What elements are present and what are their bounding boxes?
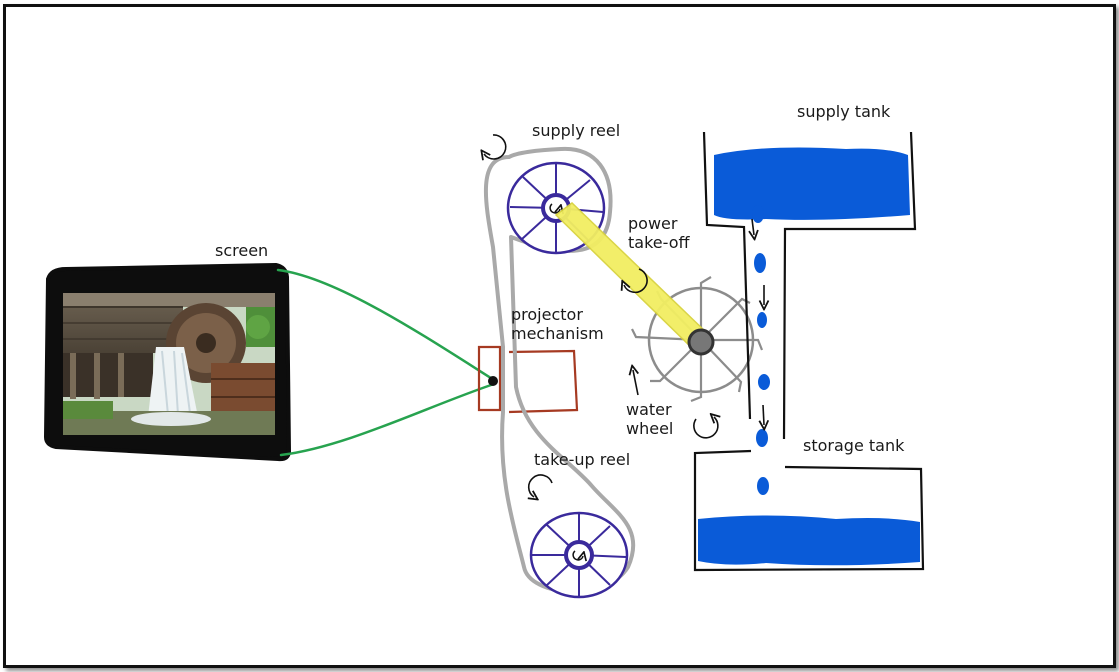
label-water-wheel: water wheel <box>626 400 674 438</box>
water-wheel-hub <box>687 328 715 356</box>
label-supply-reel: supply reel <box>532 121 621 140</box>
take-up-reel-rotation-arrow <box>529 474 553 497</box>
projector-mechanism <box>477 345 579 414</box>
label-projector-mechanism: projector mechanism <box>511 305 604 343</box>
diagram-canvas <box>43 131 925 599</box>
water-flow-arrows <box>752 218 764 425</box>
water-wheel-rotation-arrow <box>693 417 718 439</box>
water-mill-photo <box>63 293 275 435</box>
storage-tank-water <box>698 515 920 566</box>
supply-tank <box>702 131 917 440</box>
diagram-frame: screen supply reel projector mechanism p… <box>3 4 1116 668</box>
supply-tank-water <box>714 147 910 220</box>
light-beam-top <box>276 268 496 382</box>
water-drops <box>752 205 770 495</box>
projector-gate <box>477 345 502 412</box>
label-take-up-reel: take-up reel <box>534 450 631 469</box>
power-take-off-rotation-arrow <box>624 268 648 294</box>
label-power-take-off: power take-off <box>628 214 690 252</box>
light-beams <box>276 268 496 457</box>
film-strip <box>484 146 636 594</box>
storage-tank <box>693 449 925 572</box>
take-up-reel <box>529 511 629 599</box>
label-screen: screen <box>215 241 269 260</box>
screen <box>43 262 292 462</box>
label-storage-tank: storage tank <box>803 436 905 455</box>
projector-lens <box>488 376 498 386</box>
water-wheel-up-arrow <box>633 370 638 396</box>
light-beam-bottom <box>279 382 496 457</box>
projector-body <box>508 349 579 414</box>
label-supply-tank: supply tank <box>797 102 891 121</box>
supply-reel-rotation-arrow <box>484 134 507 159</box>
